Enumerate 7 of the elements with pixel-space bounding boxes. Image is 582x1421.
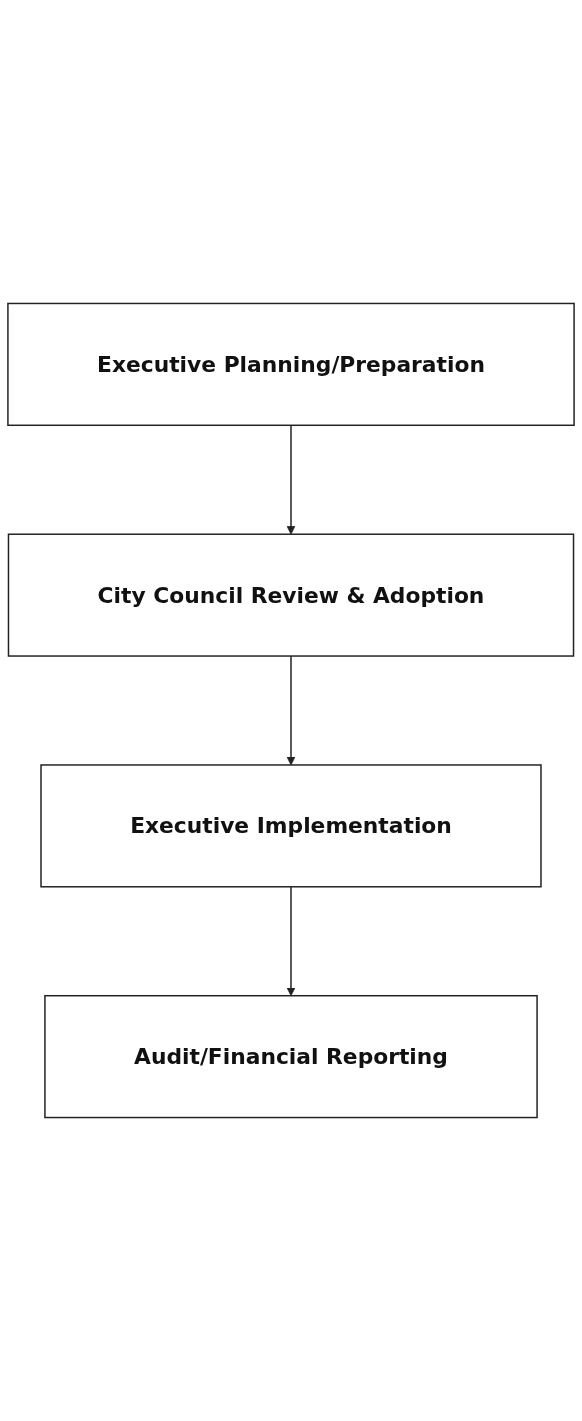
node-box: Executive Planning/Preparation — [7, 302, 575, 427]
arrow — [286, 424, 296, 535]
node-box: Audit/Financial Reporting — [44, 994, 538, 1119]
node-box: City Council Review & Adoption — [7, 533, 575, 657]
arrow — [286, 655, 296, 766]
arrow — [286, 886, 296, 997]
node-box: Executive Implementation — [40, 764, 542, 888]
